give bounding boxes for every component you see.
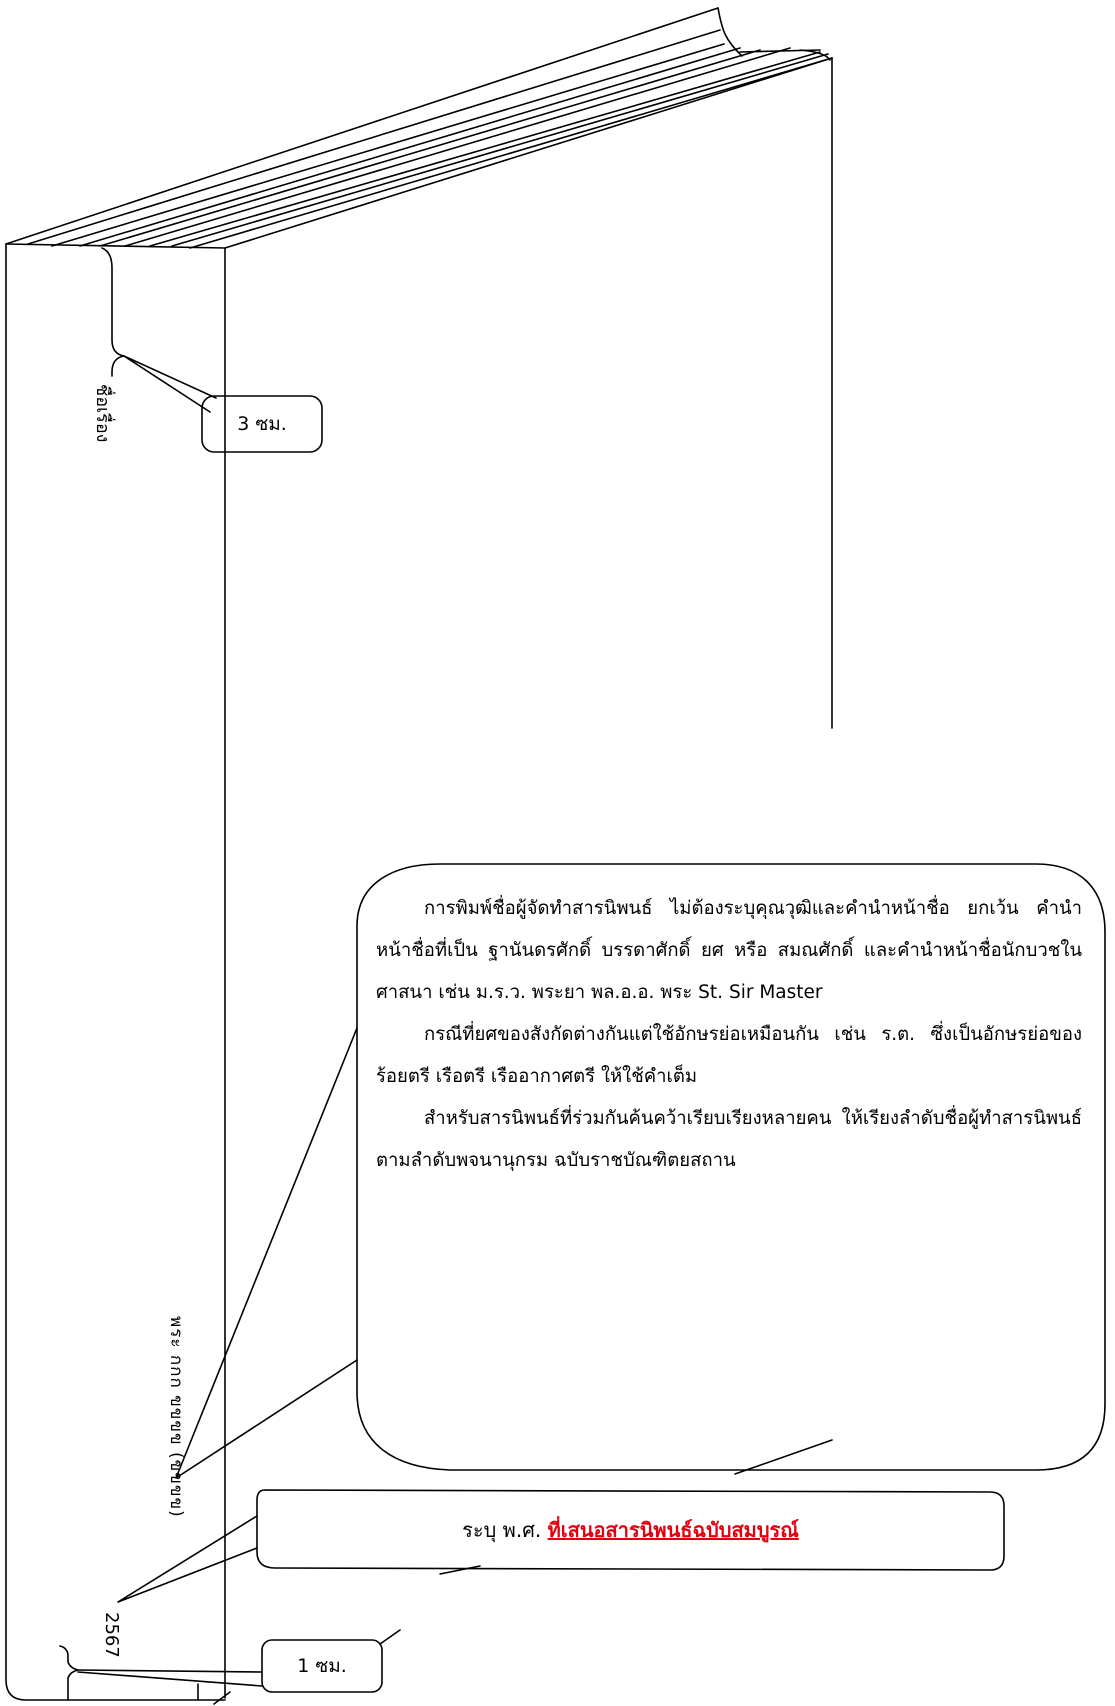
book-top-pages: [5, 7, 833, 249]
bottom-margin-pointer: [77, 1669, 263, 1705]
spine-author-label: พระ กกก ขขขข (ขขขข): [166, 1316, 186, 1518]
bottom-margin-tail: [379, 1629, 401, 1645]
book-spine: [5, 243, 226, 1701]
spine-width-pointer: [123, 355, 217, 413]
year-note-callout-box: [256, 1489, 1005, 1571]
spine-title-label: ชื่อเรื่อง: [92, 384, 113, 443]
year-note-prefix: ระบุ พ.ศ.: [462, 1518, 548, 1542]
author-note-paragraph-2: กรณีที่ยศของสังกัดต่างกันแต่ใช้อักษรย่อเ…: [376, 1024, 1082, 1087]
author-note-paragraph-1: การพิมพ์ชื่อผู้จัดทำสารนิพนธ์ ไม่ต้องระบ…: [376, 898, 1082, 1003]
spine-width-callout-box: [201, 395, 323, 453]
spine-width-brace: [101, 247, 125, 377]
author-note-pointer: [175, 1027, 358, 1479]
bottom-margin-callout-box: [261, 1639, 383, 1693]
author-note-callout-box: [356, 863, 1106, 1471]
year-note-emphasis: ที่เสนอสารนิพนธ์ฉบับสมบูรณ์: [547, 1518, 799, 1542]
author-note-tail: [734, 1439, 833, 1475]
spine-year-label: 2567: [101, 1612, 122, 1658]
year-note-tail: [439, 1565, 481, 1575]
author-note-paragraph-3: สำหรับสารนิพนธ์ที่ร่วมกันค้นคว้าเรียบเรี…: [376, 1108, 1082, 1171]
bottom-margin-brace: [59, 1645, 79, 1701]
year-note-pointer: [117, 1515, 258, 1603]
spine-width-label: 3 ซม.: [237, 413, 287, 435]
year-note-text: ระบุ พ.ศ. ที่เสนอสารนิพนธ์ฉบับสมบูรณ์: [257, 1492, 1004, 1568]
author-note-text: การพิมพ์ชื่อผู้จัดทำสารนิพนธ์ ไม่ต้องระบ…: [376, 888, 1082, 1182]
bottom-margin-label: 1 ซม.: [297, 1655, 347, 1677]
